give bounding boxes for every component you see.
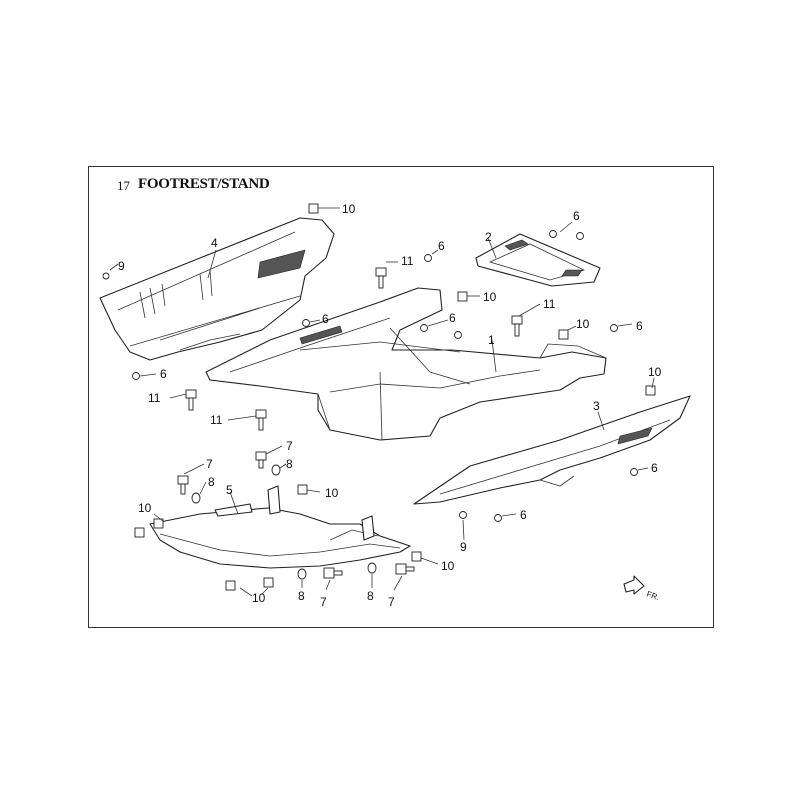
callout-9: 9: [460, 540, 467, 554]
callout-6: 6: [322, 312, 329, 326]
callout-6: 6: [651, 461, 658, 475]
callout-11: 11: [543, 297, 556, 311]
washers: [191, 464, 377, 580]
part-4-left-side-cover: [99, 217, 335, 361]
callout-6: 6: [160, 367, 167, 381]
callout-10: 10: [325, 486, 339, 500]
part-5-under-cover: [149, 485, 411, 569]
callout-7: 7: [388, 595, 395, 609]
callout-10: 10: [648, 365, 662, 379]
callout-11: 11: [210, 413, 223, 427]
callout-8: 8: [298, 589, 305, 603]
part-3-right-side-skirt: [413, 395, 691, 505]
clip-fasteners: [134, 203, 656, 591]
callout-8: 8: [367, 589, 374, 603]
callout-6: 6: [573, 209, 580, 223]
bolt-fasteners: [177, 267, 523, 579]
callout-1: 1: [488, 333, 495, 347]
callout-11: 11: [148, 391, 161, 405]
callout-8: 8: [208, 475, 215, 489]
callout-10: 10: [252, 591, 266, 605]
callout-10: 10: [138, 501, 152, 515]
callout-8: 8: [286, 457, 293, 471]
callout-10: 10: [483, 290, 497, 304]
callout-3: 3: [593, 399, 600, 413]
screw-fasteners: [102, 230, 638, 522]
callout-labels: 10 4 9 2 11 6 6 10 11 6 6 10 6 1 6 11 10…: [118, 202, 662, 609]
part-1-floor-panel: [205, 287, 607, 441]
callout-7: 7: [206, 457, 213, 471]
callout-10: 10: [576, 317, 590, 331]
callout-10: 10: [342, 202, 356, 216]
section-number: 17: [117, 178, 130, 193]
section-title: FOOTREST/STAND: [138, 176, 270, 192]
callout-6: 6: [636, 319, 643, 333]
callout-7: 7: [320, 595, 327, 609]
callout-6: 6: [520, 508, 527, 522]
callout-11: 11: [401, 254, 414, 268]
callout-9: 9: [118, 259, 125, 273]
callout-5: 5: [226, 483, 233, 497]
leader-lines: [109, 207, 655, 597]
diagram-frame: [88, 166, 714, 628]
callout-6: 6: [449, 311, 456, 325]
callout-7: 7: [286, 439, 293, 453]
callout-6: 6: [438, 239, 445, 253]
callout-4: 4: [211, 236, 218, 250]
callout-10: 10: [441, 559, 455, 573]
part-2-cover-plate: [475, 233, 601, 287]
callout-2: 2: [485, 230, 492, 244]
direction-label: FR.: [645, 589, 660, 602]
front-direction-arrow: FR.: [623, 575, 661, 602]
